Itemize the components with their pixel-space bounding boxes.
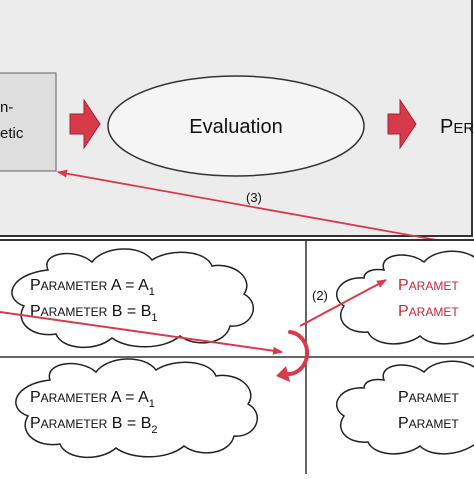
cloud-1-line-2: PARAMETER B = B1 xyxy=(30,303,158,324)
evaluation-label: Evaluation xyxy=(189,116,282,138)
connector-label: (2) xyxy=(312,288,328,303)
left-box-line-1: n- xyxy=(0,99,13,116)
output-label: PERF xyxy=(440,116,474,138)
cloud-3-line-2: PARAMET xyxy=(398,303,459,320)
flow-arrow-2 xyxy=(387,98,417,150)
evaluation-node xyxy=(107,75,365,177)
selection-arrow xyxy=(0,311,283,355)
cloud-1-line-1: PARAMETER A = A1 xyxy=(30,277,155,298)
cloud-2-line-2: PARAMETER B = B2 xyxy=(30,415,158,436)
rotate-icon xyxy=(284,330,310,377)
parameter-cloud-4 xyxy=(335,360,474,455)
cloud-3-line-1: PARAMET xyxy=(398,277,459,294)
cloud-4-line-2: PARAMET xyxy=(398,415,459,432)
feedback-label: (3) xyxy=(246,190,262,205)
parameter-cloud-2 xyxy=(15,358,259,459)
feedback-arrow xyxy=(57,169,471,247)
transfer-arrow xyxy=(299,279,387,327)
left-process-box xyxy=(0,72,57,172)
cloud-text-layer: PARAMETER A = A1 PARAMETER B = B1 PARAMETE… xyxy=(30,277,459,436)
parameter-cloud-3 xyxy=(335,250,474,345)
left-box-line-2: etic xyxy=(0,125,24,142)
cloud-4-line-1: PARAMET xyxy=(398,389,459,406)
rotate-icon-head xyxy=(276,366,290,382)
cloud-2-line-1: PARAMETER A = A1 xyxy=(30,389,155,410)
flow-arrow-1 xyxy=(69,98,101,150)
